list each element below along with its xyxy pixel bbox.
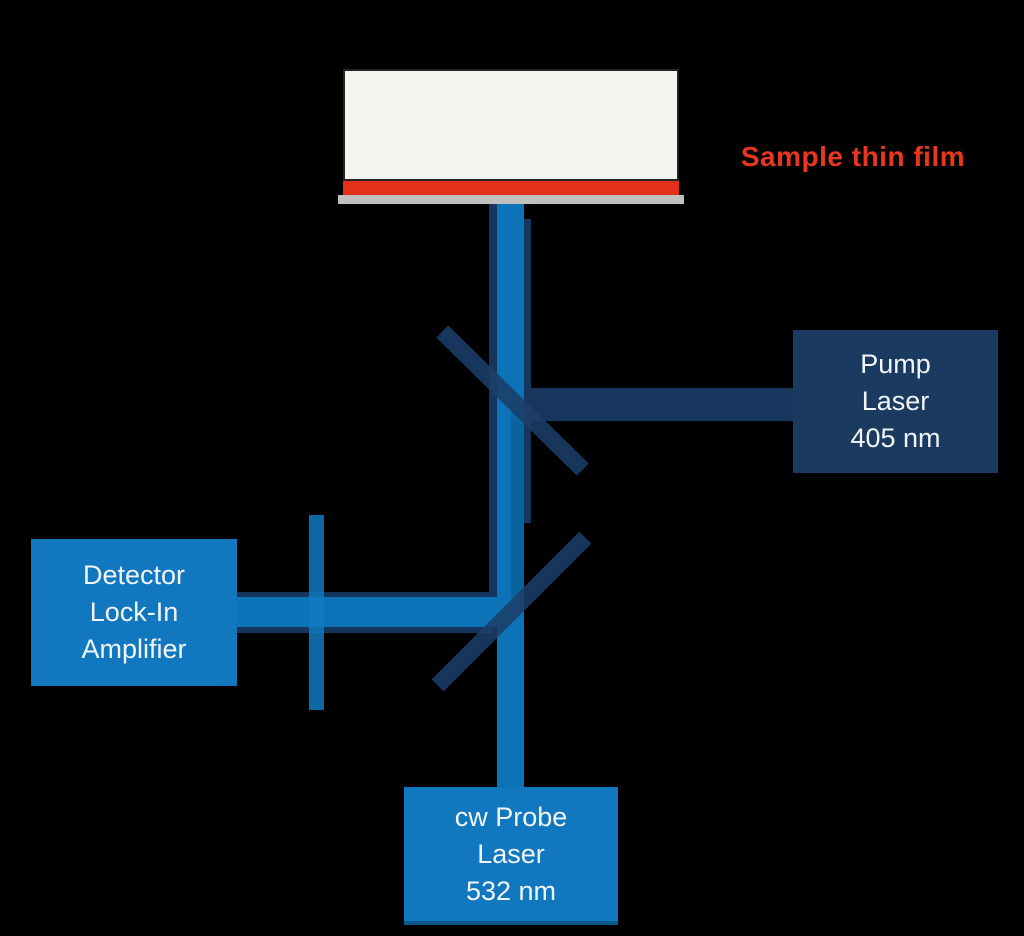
probe-beam-vertical [497, 204, 524, 788]
detector-lockin-amplifier-box: Detector Lock-In Amplifier [31, 539, 237, 686]
optical-filter [309, 515, 324, 710]
pump-laser-wavelength: 405 nm [850, 423, 941, 453]
detector-label-line3: Amplifier [81, 634, 187, 664]
pump-beam-vertical-right-edge [524, 219, 531, 523]
probe-laser-label-line2: Laser [477, 838, 545, 869]
pump-beam-vertical-left-edge [489, 204, 497, 598]
pump-beam-horizontal [510, 388, 793, 421]
detector-beam-bottom-edge [237, 627, 493, 633]
sample-thin-film-label: Sample thin film [740, 141, 966, 172]
pump-laser-label-line1: Pump [860, 349, 931, 379]
sample-thin-film-layer [343, 181, 679, 195]
probe-laser-label-line1: cw Probe [454, 801, 568, 832]
detector-beam-horizontal [237, 597, 520, 627]
sample-surface-layer [338, 195, 684, 204]
pump-laser-box: Pump Laser 405 nm [793, 330, 998, 473]
detector-beam-top-edge [237, 592, 497, 598]
probe-laser-wavelength: 532 nm [465, 875, 557, 906]
sample-substrate [343, 69, 679, 181]
detector-label-line1: Detector [82, 560, 186, 590]
beam-overlap-shading [511, 401, 524, 612]
detector-label-line2: Lock-In [89, 597, 179, 627]
probe-laser-box: cw Probe Laser 532 nm [404, 787, 618, 925]
pump-laser-label-line2: Laser [861, 386, 930, 416]
